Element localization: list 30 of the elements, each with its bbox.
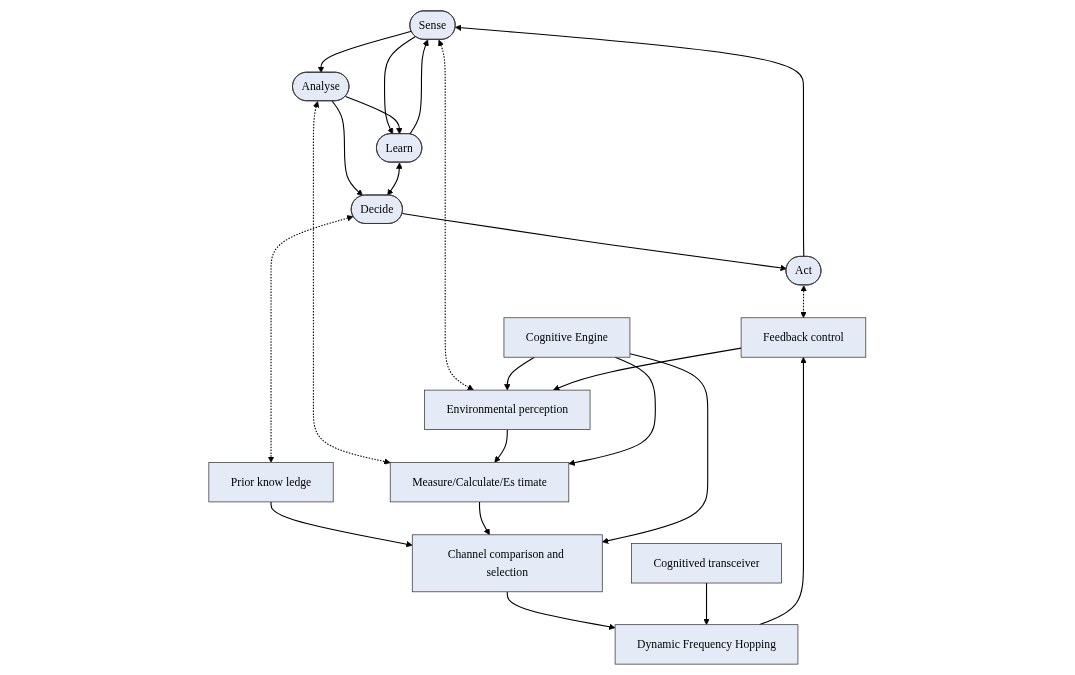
node-box: Cognitive Engine [503,317,631,358]
arrow [438,39,474,391]
node-box: Channel comparison and selection [412,534,603,593]
arrow [345,95,403,135]
arrow [479,501,491,536]
arrow [568,356,657,466]
node-box: Cognitived transceiver [631,543,783,584]
arrow [317,30,413,73]
arrow [759,356,807,626]
arrow [331,100,364,197]
node-box: Prior know ledge [208,462,334,503]
arrow [504,356,536,391]
node-box: Environmental perception [424,389,591,430]
node-box: Dynamic Frequency Hopping [614,624,799,665]
arrow [455,24,805,258]
node-box: Feedback control [740,317,867,358]
arrow [384,36,417,135]
arrow [387,162,403,196]
arrow [553,347,742,391]
arrow [268,215,354,463]
arrow [494,429,508,463]
arrow [313,101,391,465]
arrow [703,582,710,625]
node-box: Measure/Calculate/Es timate [390,462,570,503]
arrow [800,285,808,319]
arrow [409,39,429,135]
arrow [401,213,787,272]
arrow [602,353,709,544]
arrow [270,501,413,548]
arrow [506,591,616,630]
